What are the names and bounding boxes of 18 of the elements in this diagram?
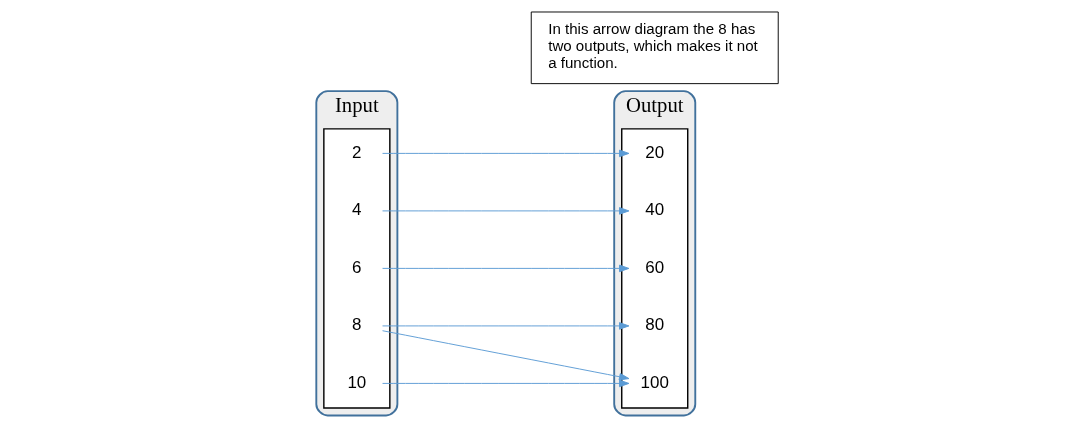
- arrow: [381, 149, 629, 158]
- node-text: 8: [351, 315, 362, 335]
- arrow: [381, 330, 629, 381]
- arrow: [381, 379, 629, 388]
- node-text: 10: [346, 372, 366, 392]
- node-text: 80: [644, 315, 664, 335]
- node-text: 6: [351, 257, 362, 277]
- cluster: [322, 128, 391, 409]
- node-box: In this arrow diagram the 8 has two outputs, which makes it not a function.: [530, 11, 779, 85]
- node-text: 20: [644, 142, 664, 162]
- node-text: 2: [351, 142, 362, 162]
- node-text: 60: [644, 257, 664, 277]
- node-text: 40: [644, 200, 664, 220]
- arrow: [381, 207, 629, 215]
- arrow: [381, 264, 629, 273]
- node-text: 4: [351, 200, 362, 220]
- arrow: [381, 322, 629, 330]
- node-text: 100: [640, 372, 669, 392]
